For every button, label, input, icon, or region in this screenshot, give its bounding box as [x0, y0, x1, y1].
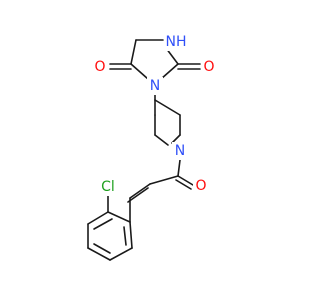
- bond: [129, 221, 133, 249]
- bond: [123, 226, 127, 246]
- atom-label-o-c4: O: [92, 58, 108, 76]
- n-piperidine-atom: N: [175, 143, 185, 159]
- bond: [177, 159, 181, 177]
- bond: [93, 218, 113, 230]
- bond: [149, 175, 179, 185]
- bond: [171, 134, 181, 144]
- nh-atom: NH: [166, 34, 187, 50]
- bond: [87, 247, 111, 261]
- atom-label-cl: Cl: [97, 178, 119, 196]
- atom-label-nh: NH: [164, 33, 188, 51]
- bond: [87, 211, 109, 225]
- bond: [127, 187, 149, 203]
- bond: [154, 134, 169, 146]
- bond: [160, 63, 179, 80]
- bond: [175, 179, 192, 190]
- atom-label-n-imide: N: [147, 77, 163, 95]
- cl-atom: Cl: [101, 179, 115, 195]
- bond: [130, 39, 137, 65]
- atom-label-n-piperidine: N: [172, 142, 188, 160]
- bond: [129, 183, 151, 199]
- atom-label-o-c2: O: [201, 58, 217, 76]
- atom-labels: NH N O O N O Cl: [92, 33, 217, 196]
- o-c4-atom: O: [94, 59, 105, 75]
- atom-label-o-amide: O: [193, 177, 209, 195]
- o-amide-atom: O: [195, 178, 206, 194]
- bond: [107, 211, 131, 223]
- bond: [130, 63, 149, 80]
- o-c2-atom: O: [203, 59, 214, 75]
- bond: [93, 243, 111, 254]
- bonds: [87, 39, 201, 261]
- bond: [109, 247, 133, 261]
- molecule-structure-diagram: NH N O O N O Cl: [87, 33, 217, 261]
- bond: [177, 175, 194, 186]
- bond: [154, 99, 181, 116]
- n-imide-atom: N: [150, 78, 160, 94]
